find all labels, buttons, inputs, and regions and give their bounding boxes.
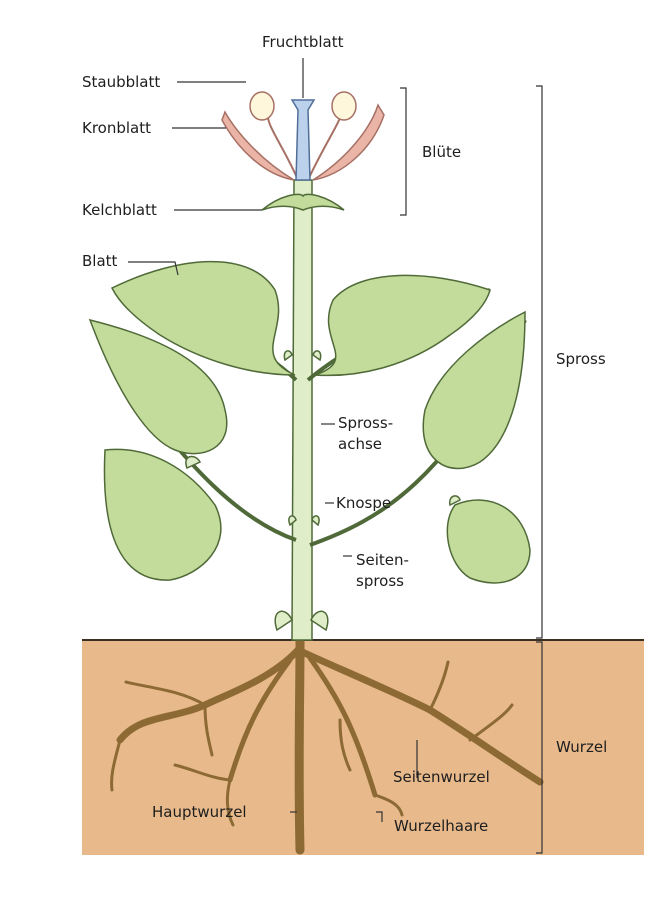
leaf-lower-left (104, 449, 220, 580)
label-kronblatt: Kronblatt (82, 119, 151, 137)
label-staubblatt: Staubblatt (82, 73, 160, 91)
label-blatt: Blatt (82, 252, 117, 270)
label-wurzel: Wurzel (556, 738, 607, 756)
petal-left (222, 112, 294, 180)
main-stem (292, 180, 312, 640)
label-spross: Spross (556, 350, 606, 368)
label-seitenspross: Seiten- spross (356, 550, 409, 592)
anther-right (332, 92, 356, 120)
bracket-spross (536, 86, 542, 638)
buds (186, 351, 460, 630)
label-kelchblatt: Kelchblatt (82, 201, 157, 219)
label-bluete: Blüte (422, 143, 461, 161)
pistil (292, 100, 314, 180)
label-seitenwurzel: Seitenwurzel (393, 768, 490, 786)
label-sprossachse: Spross- achse (338, 413, 393, 455)
leaf-lower-right (447, 500, 530, 583)
anther-left (250, 92, 274, 120)
label-wurzelhaare: Wurzelhaare (394, 817, 488, 835)
label-fruchtblatt: Fruchtblatt (262, 33, 344, 51)
label-knospe: Knospe (336, 494, 391, 512)
sepals (262, 194, 344, 210)
bracket-bluete (400, 88, 406, 215)
label-hauptwurzel: Hauptwurzel (152, 803, 247, 821)
